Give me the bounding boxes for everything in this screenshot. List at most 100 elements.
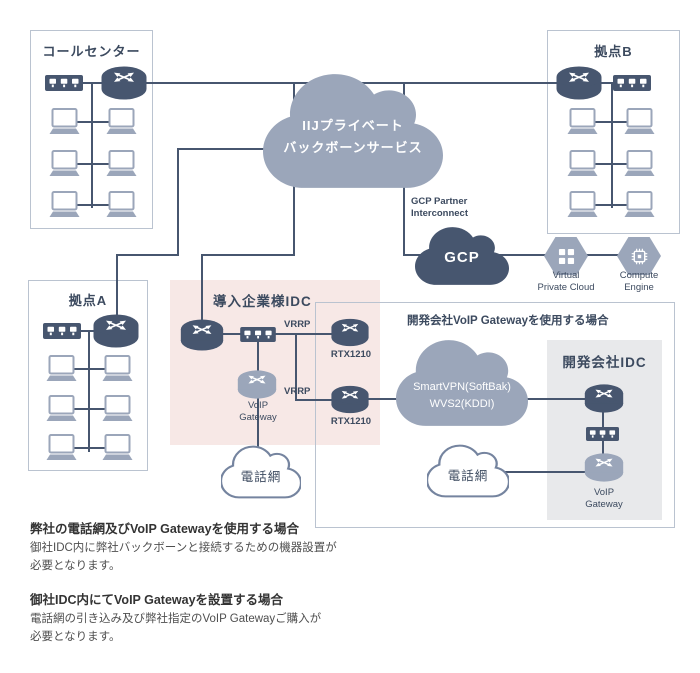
connector-line <box>578 204 644 206</box>
connector-line <box>116 254 179 256</box>
laptop-icon <box>622 108 657 135</box>
connector-siteb-lan-trunk <box>611 82 613 208</box>
smartvpn-cloud-label: SmartVPN(SoftBak) WVS2(KDDI) <box>396 379 528 413</box>
connector-sitea-uplink <box>116 255 118 317</box>
laptop-icon <box>47 150 82 177</box>
connector-phone-devgw <box>490 471 586 473</box>
laptop-icon <box>565 191 600 218</box>
connector-line <box>60 121 122 123</box>
customer-idc-title: 導入企業様IDC <box>213 294 312 309</box>
connector-line <box>177 148 289 150</box>
laptop-icon <box>565 150 600 177</box>
switch-icon <box>240 327 276 342</box>
call-center-title: コールセンター <box>42 44 141 59</box>
connector-line <box>59 408 119 410</box>
connector-line <box>201 254 295 256</box>
laptop-icon <box>44 434 79 461</box>
backbone-cloud-label: IIJプライベート バックボーンサービス <box>263 115 443 159</box>
rtx1210-top-label: RTX1210 <box>330 349 372 360</box>
gcp-cloud-label: GCP <box>444 249 480 266</box>
connector-line <box>201 254 203 336</box>
connector-callcenter-lan-trunk <box>91 82 93 208</box>
compute-label-line1: Compute <box>619 270 659 281</box>
dev-voip-case-box <box>315 302 675 528</box>
vrrp-top-label: VRRP <box>284 319 311 330</box>
connector-line <box>59 368 119 370</box>
vpc-label-line2: Private Cloud <box>537 282 595 293</box>
switch-icon <box>586 427 619 441</box>
gcp-partner-interconnect-label: GCP Partner Interconnect <box>411 196 468 220</box>
connector-switch-voipgw <box>257 340 259 373</box>
laptop-icon <box>44 355 79 382</box>
laptop-icon <box>100 434 135 461</box>
laptop-icon <box>622 150 657 177</box>
compute-label-line2: Engine <box>624 282 654 293</box>
vpc-label: Virtual Private Cloud <box>536 270 596 294</box>
laptop-icon <box>100 355 135 382</box>
compute-engine-icon <box>630 247 649 266</box>
customer-idc-background <box>170 280 380 445</box>
laptop-icon <box>104 108 139 135</box>
laptop-icon <box>622 191 657 218</box>
router-icon <box>584 384 624 413</box>
connector-line <box>177 149 179 256</box>
voip-gateway-icon <box>584 453 624 482</box>
note-heading: 弊社の電話網及びVoIP Gatewayを使用する場合 <box>30 522 300 536</box>
note-body-line: 必要となります。 <box>30 631 121 643</box>
dev-voip-gateway-label: VoIP Gateway <box>578 487 630 511</box>
rtx1210-router-icon <box>331 385 369 414</box>
connector-line <box>403 254 433 256</box>
smartvpn-label-line2: WVS2(KDDI) <box>429 398 495 410</box>
laptop-icon <box>47 108 82 135</box>
laptop-icon <box>100 395 135 422</box>
dev-voip-label-line2: Gateway <box>585 499 623 510</box>
connector-gcp-vpc <box>485 254 547 256</box>
router-icon <box>180 319 224 351</box>
note-body-line: 電話網の引き込み及び弊社指定のVoIP Gatewayご購入が <box>30 613 322 625</box>
vpc-icon <box>558 248 575 265</box>
note-our-voip-gateway: 弊社の電話網及びVoIP Gatewayを使用する場合 御社IDC内に弊社バック… <box>30 520 450 575</box>
phone-network-label: 電話網 <box>240 470 282 484</box>
dev-phone-network-label: 電話網 <box>447 469 489 483</box>
vpc-label-line1: Virtual <box>552 270 580 281</box>
voip-label-line1: VoIP <box>247 400 269 411</box>
voip-gateway-label: VoIP Gateway <box>232 400 284 424</box>
connector-rtx-vpncloud <box>367 398 412 400</box>
site-b-title: 拠点B <box>594 44 633 59</box>
dev-case-title: 開発会社VoIP Gatewayを使用する場合 <box>407 315 609 327</box>
laptop-icon <box>47 191 82 218</box>
laptop-icon <box>565 108 600 135</box>
connector-line <box>60 163 122 165</box>
connector-line <box>60 204 122 206</box>
dev-idc-title: 開発会社IDC <box>562 355 647 370</box>
connector-vrrp-top <box>272 333 334 335</box>
connector-sitea-lan-trunk <box>88 330 90 452</box>
connector-sitea-switch-router <box>70 330 110 332</box>
connector-vrrp-branch <box>295 333 297 401</box>
gcp-partner-line1: GCP Partner <box>411 196 468 207</box>
rtx1210-router-icon <box>331 318 369 347</box>
site-a-title: 拠点A <box>68 293 108 308</box>
connector-vpncloud-devrouter <box>510 398 592 400</box>
connector-line <box>578 121 644 123</box>
connector-vpc-compute <box>584 254 622 256</box>
notes-section: 弊社の電話網及びVoIP Gatewayを使用する場合 御社IDC内に弊社バック… <box>30 520 450 646</box>
switch-icon <box>45 75 83 91</box>
vrrp-bottom-label: VRRP <box>284 386 311 397</box>
note-body-line: 御社IDC内に弊社バックボーンと接続するための機器設置が <box>30 542 337 554</box>
compute-engine-label: Compute Engine <box>609 270 669 294</box>
laptop-icon <box>44 395 79 422</box>
connector-line <box>59 447 119 449</box>
dev-voip-label-line1: VoIP <box>593 487 615 498</box>
router-icon <box>93 314 139 348</box>
router-icon <box>556 66 602 100</box>
backbone-label-line2: バックボーンサービス <box>283 140 423 155</box>
router-icon <box>101 66 147 100</box>
voip-label-line2: Gateway <box>239 412 277 423</box>
voip-gateway-icon <box>237 370 277 399</box>
connector-vrrp-bottom <box>295 399 335 401</box>
note-body-line: 必要となります。 <box>30 560 121 572</box>
backbone-label-line1: IIJプライベート <box>302 118 404 133</box>
connector-idc-router-switch <box>218 333 244 335</box>
